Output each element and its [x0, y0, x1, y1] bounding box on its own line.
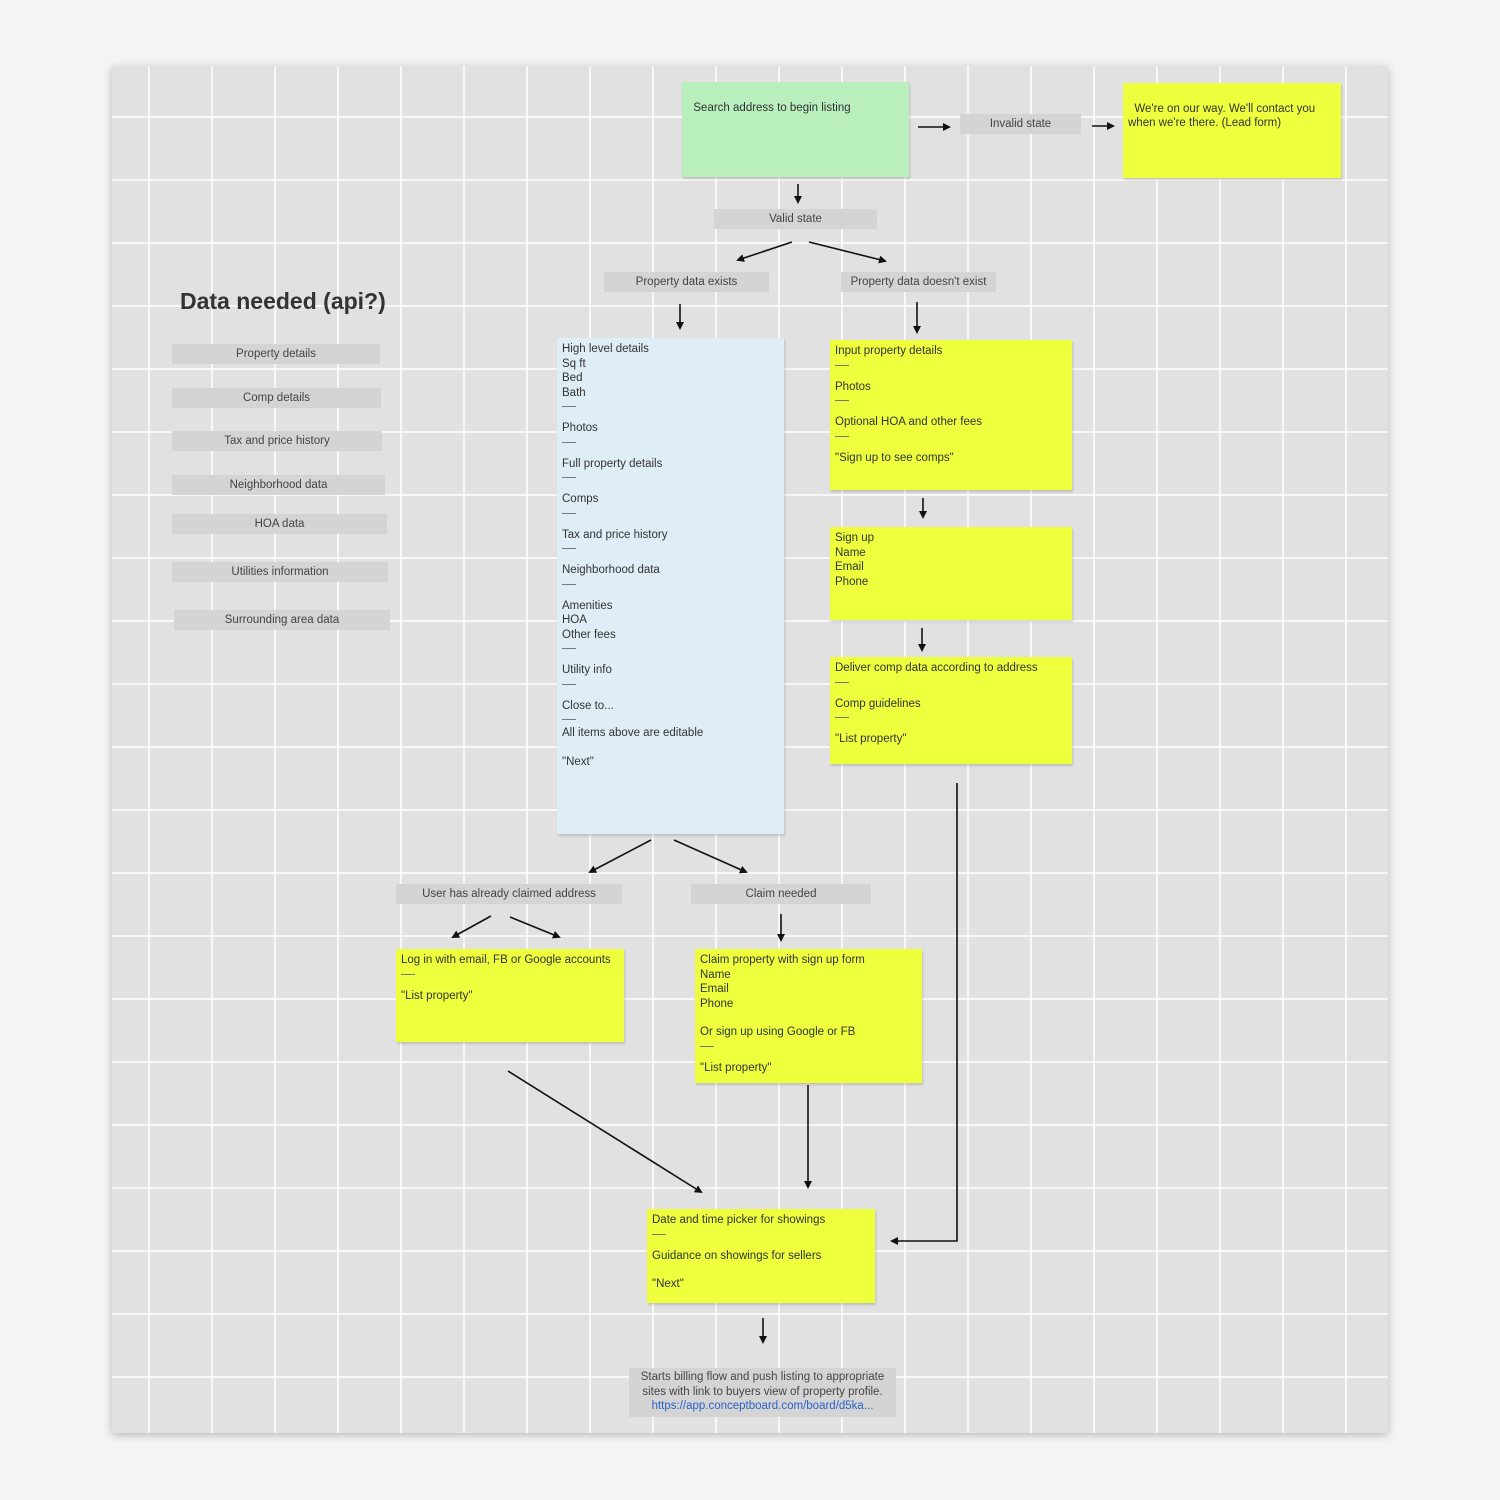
comps-line: Comp guidelines: [835, 697, 921, 710]
details-line: Close to...: [562, 699, 614, 712]
input-details-note[interactable]: Input property details Photos Optional H…: [830, 340, 1072, 490]
claim-line: Email: [700, 983, 729, 995]
signup-line: Sign up: [835, 532, 875, 544]
separator: [835, 364, 849, 366]
input-line: Photos: [835, 380, 871, 393]
invalid-state-label[interactable]: Invalid state: [960, 114, 1081, 134]
claim-line: Claim property with sign up form: [700, 954, 865, 966]
separator: [562, 441, 576, 443]
search-address-text: Search address to begin listing: [693, 101, 851, 114]
details-line: All items above are editable: [562, 727, 704, 739]
separator: [562, 477, 576, 478]
login-line: "List property": [401, 989, 473, 1002]
data-needed-heading: Data needed (api?): [180, 288, 386, 314]
claim-line: Name: [700, 968, 731, 981]
separator: [562, 719, 576, 720]
board-link[interactable]: https://app.conceptboard.com/board/d5ka.…: [651, 1400, 874, 1412]
claim-line: Or sign up using Google or FB: [700, 1026, 856, 1038]
claim-needed-label[interactable]: Claim needed: [691, 884, 871, 904]
separator: [401, 973, 415, 975]
separator: [562, 406, 576, 407]
details-line: HOA: [562, 614, 587, 626]
separator: [835, 717, 849, 718]
details-line: Amenities: [562, 599, 613, 612]
separator: [700, 1045, 714, 1047]
showings-note[interactable]: Date and time picker for showings Guidan…: [647, 1209, 875, 1303]
lead-form-text: We're on our way. We'll contact you when…: [1128, 102, 1319, 130]
showings-line: "Next": [652, 1278, 684, 1290]
signup-line: Phone: [835, 575, 869, 588]
deliver-comps-note[interactable]: Deliver comp data according to address C…: [830, 657, 1072, 764]
property-details-note[interactable]: High level details Sq ft Bed Bath Photos…: [557, 338, 784, 834]
lead-form-note[interactable]: We're on our way. We'll contact you when…: [1123, 83, 1341, 178]
separator: [562, 512, 576, 514]
valid-state-label[interactable]: Valid state: [714, 209, 877, 229]
details-line: Bath: [562, 386, 586, 399]
separator: [835, 400, 849, 401]
details-line: "Next": [562, 755, 594, 768]
separator: [835, 681, 849, 683]
login-line: Log in with email, FB or Google accounts: [401, 954, 611, 966]
property-exists-label[interactable]: Property data exists: [604, 272, 769, 292]
showings-line: Date and time picker for showings: [652, 1214, 826, 1226]
property-not-exists-label[interactable]: Property data doesn't exist: [841, 272, 996, 292]
data-item-comp-details[interactable]: Comp details: [172, 388, 381, 408]
data-item-hoa-data[interactable]: HOA data: [172, 514, 387, 534]
input-line: Optional HOA and other fees: [835, 416, 983, 428]
details-line: Utility info: [562, 664, 612, 676]
comps-line: "List property": [835, 733, 907, 745]
claim-line: "List property": [700, 1061, 772, 1074]
data-item-utilities-information[interactable]: Utilities information: [172, 562, 388, 582]
login-note[interactable]: Log in with email, FB or Google accounts…: [396, 949, 624, 1042]
data-item-surrounding-area-data[interactable]: Surrounding area data: [174, 610, 390, 630]
signup-note[interactable]: Sign up Name Email Phone: [830, 527, 1072, 620]
input-line: "Sign up to see comps": [835, 451, 954, 464]
separator: [562, 583, 576, 585]
details-line: Tax and price history: [562, 528, 668, 541]
separator: [652, 1233, 666, 1235]
details-line: Neighborhood data: [562, 564, 660, 576]
data-item-property-details[interactable]: Property details: [172, 344, 380, 364]
showings-line: Guidance on showings for sellers: [652, 1249, 822, 1262]
signup-line: Name: [835, 546, 866, 559]
details-line: Full property details: [562, 457, 663, 470]
billing-note[interactable]: Starts billing flow and push listing to …: [629, 1368, 896, 1417]
already-claimed-label[interactable]: User has already claimed address: [396, 884, 622, 904]
separator: [562, 683, 576, 685]
input-line: Input property details: [835, 345, 943, 357]
billing-text: Starts billing flow and push listing to …: [640, 1371, 885, 1398]
details-line: Bed: [562, 372, 583, 384]
details-line: Sq ft: [562, 357, 586, 370]
separator: [835, 435, 849, 437]
search-address-note[interactable]: Search address to begin listing: [682, 82, 909, 177]
comps-line: Deliver comp data according to address: [835, 662, 1038, 674]
separator: [562, 648, 576, 649]
claim-line: Phone: [700, 997, 734, 1010]
signup-line: Email: [835, 561, 864, 573]
data-item-neighborhood-data[interactable]: Neighborhood data: [172, 475, 385, 495]
separator: [562, 548, 576, 549]
details-line: Comps: [562, 493, 599, 505]
details-line: High level details: [562, 343, 649, 355]
details-line: Other fees: [562, 628, 616, 641]
details-line: Photos: [562, 422, 598, 434]
data-item-tax-price-history[interactable]: Tax and price history: [172, 431, 382, 451]
claim-form-note[interactable]: Claim property with sign up form Name Em…: [695, 949, 922, 1083]
